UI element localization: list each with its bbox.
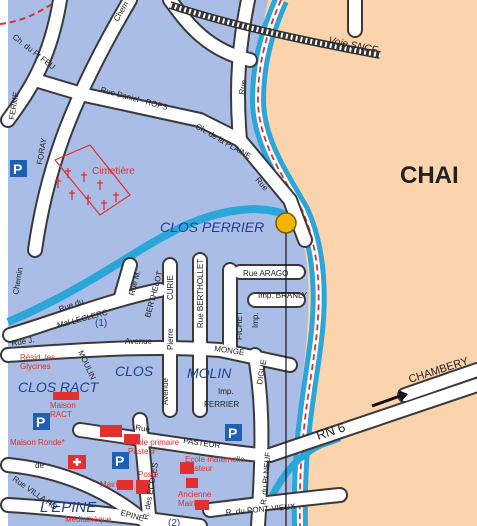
poi-maison-ronde: Maison Ronde*	[10, 438, 65, 447]
street-imp: Imp.	[251, 312, 260, 328]
arrow-right-icon	[371, 390, 408, 408]
street-imp-branly: Imp. BRANLY	[258, 291, 308, 300]
street-avenue: Avenue	[125, 337, 153, 346]
hospital-icon	[68, 455, 86, 469]
place-molin: MOLIN	[187, 365, 232, 381]
street-monge: MONGE	[214, 344, 245, 357]
place-clos-ract: CLOS RACT	[18, 379, 100, 395]
poi-mediatheque: Médiathèque	[65, 515, 112, 524]
street-imp-ferrier: Imp.	[218, 387, 234, 396]
street-digue: DIGUE	[255, 359, 268, 386]
stream	[6, 205, 303, 326]
poi-mairie: Mairie	[100, 480, 122, 489]
parking-label-4: P	[228, 425, 237, 441]
street-rue-right: Rue	[237, 79, 249, 96]
parking-label-2: P	[36, 414, 45, 430]
buildings	[53, 392, 209, 510]
street-rue-pasteur: Rue	[135, 423, 151, 434]
railway	[168, 1, 381, 59]
boundary-dash-top	[0, 0, 61, 25]
street-ferrier: FERRIER	[204, 400, 239, 409]
street-pierre: Pierre	[166, 328, 175, 350]
street-rue-j: Rue J.	[11, 335, 35, 348]
street-rue-arago: Rue ARAGO	[243, 269, 288, 278]
location-marker[interactable]	[275, 212, 297, 234]
cimetiere-label: Cimetière	[92, 166, 135, 177]
street-curie: CURIE	[166, 275, 175, 300]
poi-poste: Poste	[138, 470, 159, 479]
badge-1: (1)	[95, 318, 107, 329]
place-clos: CLOS	[115, 363, 154, 379]
parking-icon	[10, 160, 242, 469]
city-label: CHAI	[400, 162, 459, 189]
street-de: de	[35, 461, 44, 470]
place-clos-perrier: CLOS PERRIER	[160, 219, 264, 235]
place-epine: L'EPINE	[40, 499, 97, 516]
parking-label-3: P	[115, 453, 124, 469]
street-rue-berthollet: Rue BERTHOLLET	[196, 259, 205, 328]
cemetery	[54, 144, 131, 216]
street-fichet: FICHET	[235, 311, 244, 340]
street-avenue-left: Avenue	[161, 377, 170, 405]
map-left-white-strip	[0, 0, 8, 526]
parking-label-1: P	[13, 161, 22, 177]
badge-2: (2)	[168, 518, 180, 526]
